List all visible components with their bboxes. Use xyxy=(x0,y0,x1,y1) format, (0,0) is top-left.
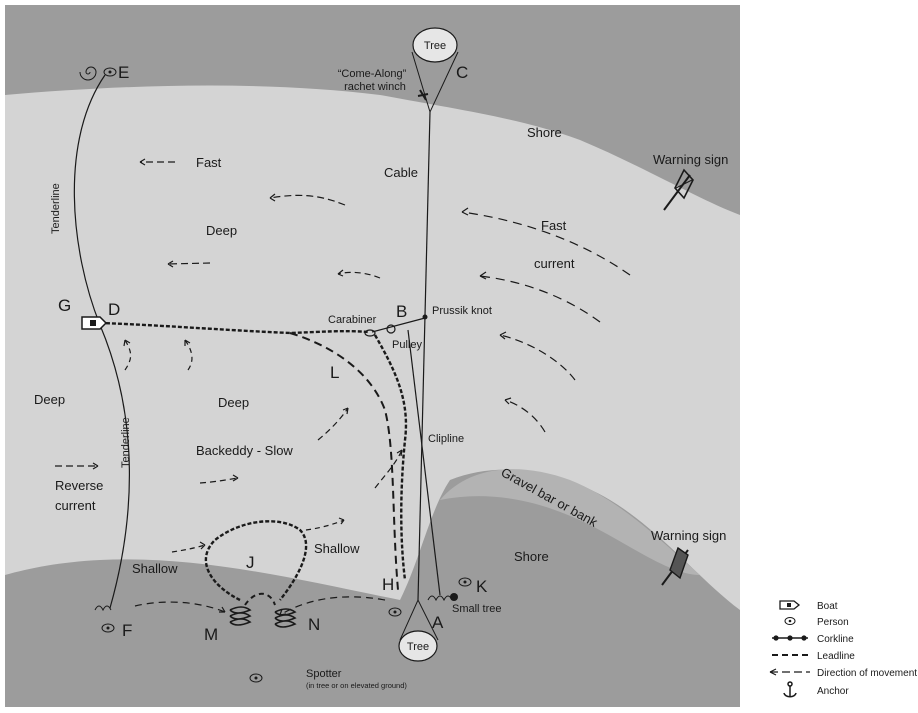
fast-current-label-1: Fast xyxy=(541,218,567,233)
carabiner-label: Carabiner xyxy=(328,314,377,326)
clipline xyxy=(407,329,441,596)
coil-k xyxy=(427,595,453,602)
spotter-note-label: (in tree or on elevated ground) xyxy=(306,681,407,690)
boat-icon xyxy=(81,316,108,330)
tenderline-lower-label: Tenderline xyxy=(120,417,132,468)
backeddy-label: Backeddy - Slow xyxy=(196,443,293,458)
person-icon-e xyxy=(103,67,117,77)
pulley-line xyxy=(371,317,426,333)
person-icon-spotter xyxy=(249,673,263,683)
legend-direction-arrow-icon xyxy=(769,668,810,676)
warning-sign-bottom-label: Warning sign xyxy=(651,528,726,543)
point-label-g: G xyxy=(58,296,71,315)
person-icon-f xyxy=(101,623,115,633)
legend-boat-icon xyxy=(779,600,801,610)
person-icon-k xyxy=(458,577,472,587)
pulley-icon xyxy=(386,324,396,334)
legend-label-anchor: Anchor xyxy=(817,686,849,697)
point-label-a: A xyxy=(432,613,444,632)
legend-label-direction: Direction of movement xyxy=(817,668,917,679)
pulley-label: Pulley xyxy=(392,339,422,351)
shore-right-label: Shore xyxy=(514,549,549,564)
legend-label-leadline: Leadline xyxy=(817,651,855,662)
deep-mid-label: Deep xyxy=(218,395,249,410)
point-label-d: D xyxy=(108,300,120,319)
winch-icon xyxy=(417,89,429,101)
point-label-e: E xyxy=(118,63,129,82)
come-along-label: “Come-Along” xyxy=(338,68,407,80)
corkline-coil-j xyxy=(204,520,308,602)
tree-bottom-label: Tree xyxy=(407,641,429,653)
shore-top-label: Shore xyxy=(527,125,562,140)
legend-person-icon xyxy=(784,617,796,625)
legend-label-corkline: Corkline xyxy=(817,634,854,645)
person-icon-h xyxy=(388,607,402,617)
tenderline-lower xyxy=(99,324,130,609)
point-label-b: B xyxy=(396,302,407,321)
tree-top-label: Tree xyxy=(424,40,446,52)
spotter-label: Spotter xyxy=(306,668,342,680)
point-label-j: J xyxy=(246,553,255,572)
small-tree-icon xyxy=(450,593,458,601)
deep-left-label: Deep xyxy=(34,392,65,407)
shallow-left-label: Shallow xyxy=(132,561,178,576)
warning-sign-top-icon xyxy=(663,168,694,211)
point-label-l: L xyxy=(330,363,339,382)
reverse-current-label-2: current xyxy=(55,498,96,513)
rachet-winch-label: rachet winch xyxy=(344,81,406,93)
shallow-right-label: Shallow xyxy=(314,541,360,556)
small-tree-label: Small tree xyxy=(452,603,502,615)
deep-upper-label: Deep xyxy=(206,223,237,238)
coil-e xyxy=(79,66,97,81)
point-label-f: F xyxy=(122,621,132,640)
point-label-c: C xyxy=(456,63,468,82)
legend-label-person: Person xyxy=(817,617,849,628)
leadline-coil xyxy=(244,592,276,606)
coil-f xyxy=(94,605,112,612)
reverse-current-label-1: Reverse xyxy=(55,478,103,493)
prussik-knot-icon xyxy=(422,314,428,320)
gravel-bar xyxy=(440,469,700,575)
cable-line xyxy=(417,111,431,601)
legend-corkline-icon xyxy=(772,635,808,641)
warning-sign-bottom-icon xyxy=(661,546,689,586)
point-label-m: M xyxy=(204,625,218,644)
clipline-label: Clipline xyxy=(428,433,464,445)
warning-sign-top-label: Warning sign xyxy=(653,152,728,167)
tree-bottom-icon xyxy=(398,630,438,662)
cable-label: Cable xyxy=(384,165,418,180)
coil-m xyxy=(229,606,252,626)
tenderline-upper xyxy=(73,74,106,326)
point-label-k: K xyxy=(476,577,488,596)
leadline-main xyxy=(289,332,399,591)
legend-anchor-icon xyxy=(783,681,797,698)
legend: Boat Person Corkline Leadline Direction … xyxy=(769,600,917,698)
carabiner-icon xyxy=(364,329,376,337)
point-label-n: N xyxy=(308,615,320,634)
fast-label: Fast xyxy=(196,155,222,170)
point-label-h: H xyxy=(382,575,394,594)
corkline-descending xyxy=(373,334,408,581)
river-water xyxy=(5,85,740,611)
legend-label-boat: Boat xyxy=(817,601,838,612)
direction-arrows xyxy=(55,158,631,616)
prussik-knot-label: Prussik knot xyxy=(432,305,492,317)
tenderline-upper-label: Tenderline xyxy=(50,183,62,234)
tree-top-icon xyxy=(412,27,458,63)
corkline-main xyxy=(99,321,369,335)
fast-current-label-2: current xyxy=(534,256,575,271)
